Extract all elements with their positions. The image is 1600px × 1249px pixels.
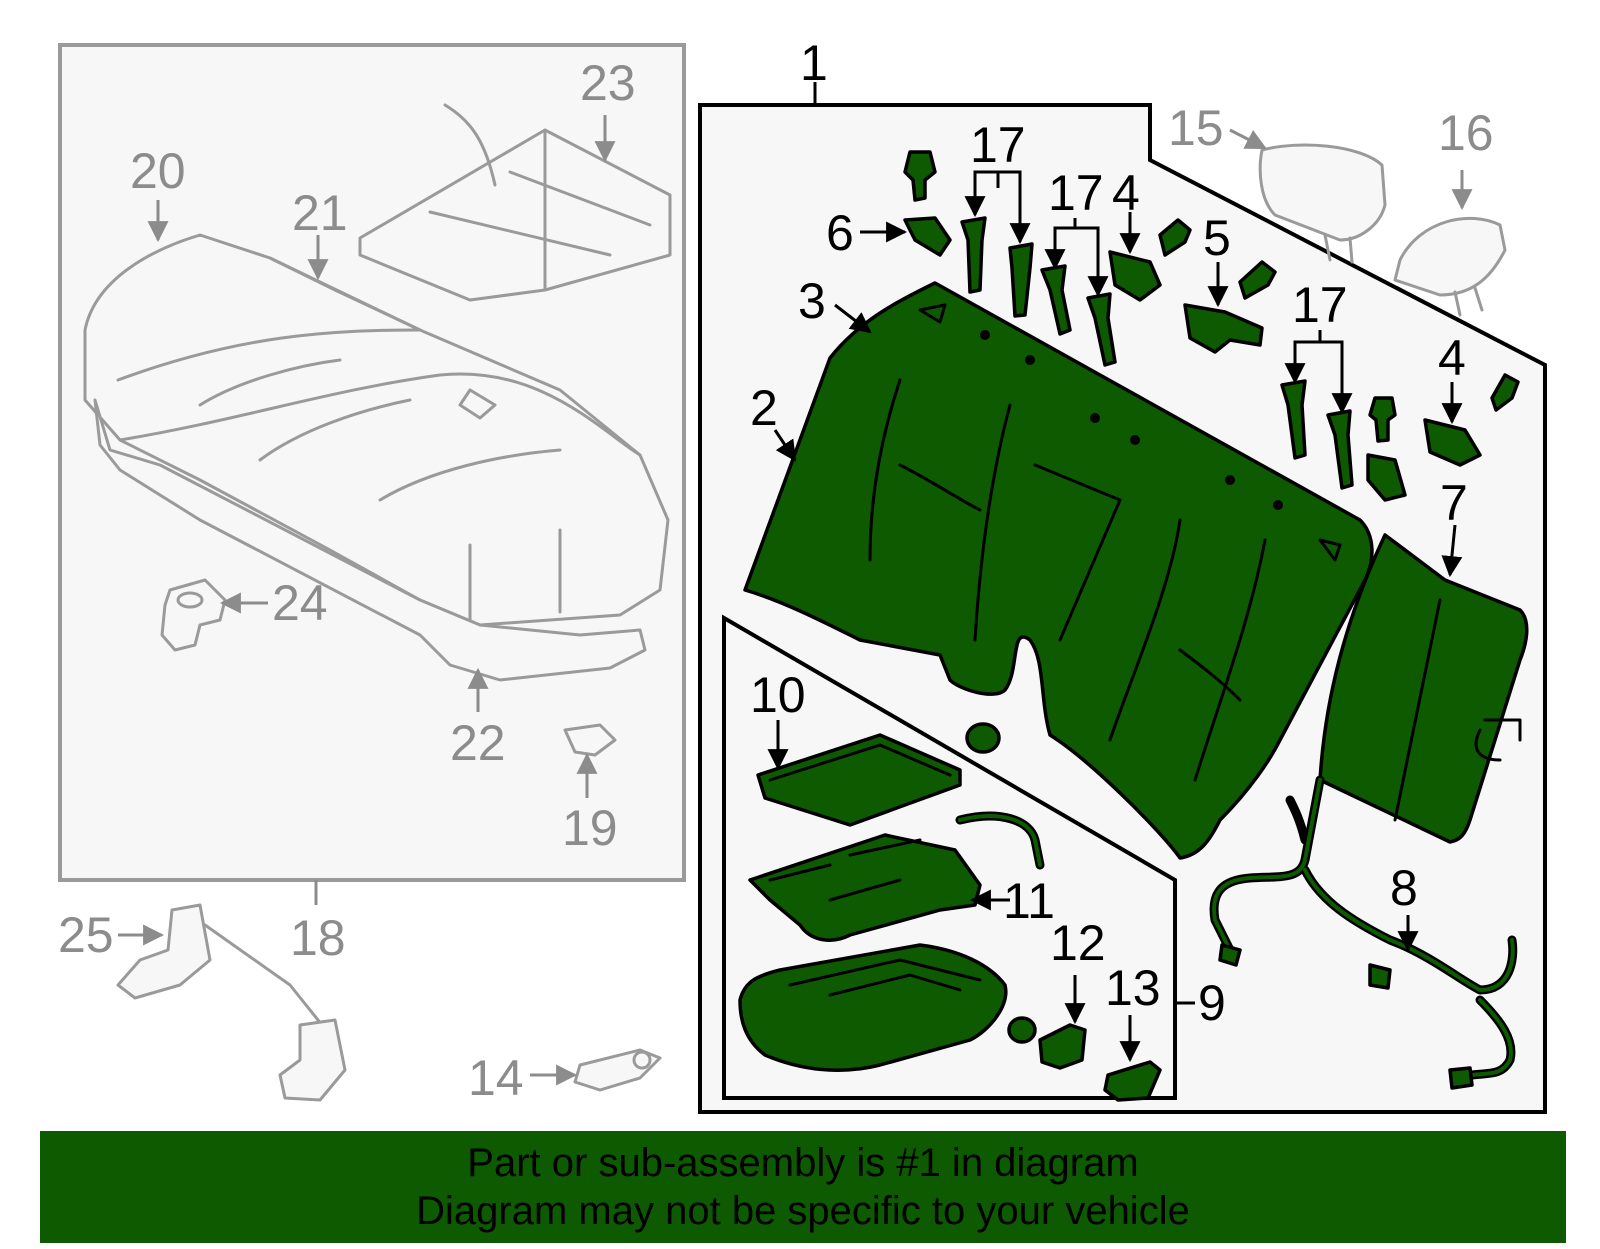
part-10-armrest-lid[interactable] — [756, 733, 962, 827]
part-7-side-bolster[interactable] — [1318, 533, 1529, 844]
bolts[interactable] — [903, 150, 1520, 443]
part-15-headrest[interactable] — [1258, 143, 1387, 264]
part-11-cup-holder-tray[interactable] — [748, 811, 1045, 942]
banner-line-2: Diagram may not be specific to your vehi… — [416, 1189, 1190, 1233]
callout-7: 7 — [1440, 475, 1468, 531]
part-25-latch-rod[interactable] — [116, 903, 347, 1102]
callout-4-upper: 4 — [1112, 165, 1140, 221]
part-5-bracket[interactable] — [1183, 303, 1264, 354]
callout-11: 11 — [1003, 873, 1055, 929]
callout-19: 19 — [562, 800, 618, 856]
callout-3: 3 — [798, 273, 826, 329]
callout-12: 12 — [1050, 915, 1106, 971]
part-19-cap[interactable] — [563, 723, 617, 757]
part-22-cushion-frame[interactable] — [93, 398, 647, 682]
part-24-bracket[interactable] — [160, 578, 227, 652]
callout-14: 14 — [468, 1050, 524, 1106]
callout-20: 20 — [130, 143, 186, 199]
part-4-bracket-lower[interactable] — [1366, 418, 1482, 502]
part-4-bracket-upper[interactable] — [1108, 250, 1162, 302]
part-16-headrest[interactable] — [1393, 217, 1507, 317]
callout-21: 21 — [292, 185, 348, 241]
callout-16: 16 — [1438, 105, 1494, 161]
arrow-17b-right — [1075, 226, 1109, 298]
cushion-assembly-panel: 23 20 21 24 22 19 — [58, 43, 686, 882]
callout-5: 5 — [1203, 210, 1231, 266]
part-6-bracket[interactable] — [903, 216, 952, 257]
arrow-17a-left — [964, 170, 1000, 218]
arrow-7 — [1441, 524, 1463, 578]
callout-24: 24 — [272, 575, 328, 631]
callout-15: 15 — [1168, 100, 1224, 156]
callout-23: 23 — [580, 55, 636, 111]
callout-17c: 17 — [1292, 277, 1348, 333]
part-23-seat-heater[interactable] — [358, 103, 672, 302]
callout-4-lower: 4 — [1438, 330, 1466, 386]
part-13-cover[interactable] — [1103, 1060, 1162, 1102]
part-8-wiring-harness[interactable] — [1209, 775, 1518, 1090]
seat-back-assembly-panel: 1 2 3 6 17 17 4 5 17 4 7 8 9 10 11 12 13… — [698, 35, 1547, 1114]
banner-line-1: Part or sub-assembly is #1 in diagram — [467, 1141, 1139, 1185]
arrow-17c-left — [1284, 330, 1322, 385]
callout-17a: 17 — [970, 117, 1026, 173]
callout-8: 8 — [1390, 860, 1418, 916]
callout-9: 9 — [1198, 975, 1226, 1031]
arrow-17a-right — [998, 170, 1031, 245]
callout-1: 1 — [800, 35, 828, 91]
part-17-clips-group-a[interactable] — [960, 216, 1034, 318]
arrow-15 — [1229, 128, 1267, 150]
arrow-3 — [834, 303, 872, 334]
callout-10: 10 — [750, 667, 806, 723]
callout-6: 6 — [826, 205, 854, 261]
arrow-17c-right — [1320, 340, 1353, 415]
part-14-bracket[interactable] — [573, 1048, 662, 1092]
callout-17b: 17 — [1048, 165, 1104, 221]
arrow-17b-left — [1044, 218, 1077, 271]
callout-22: 22 — [450, 715, 506, 771]
callout-2: 2 — [750, 380, 778, 436]
info-banner: Part or sub-assembly is #1 in diagram Di… — [40, 1131, 1566, 1243]
seat-back-grommet[interactable] — [965, 722, 1001, 754]
part-9-armrest-body[interactable] — [738, 943, 1008, 1072]
callout-25: 25 — [58, 907, 114, 963]
part-2-3-seat-back[interactable] — [743, 281, 1374, 860]
part-17-clips-group-b[interactable] — [1040, 264, 1117, 367]
callout-18: 18 — [290, 910, 346, 966]
arrow-2 — [773, 429, 797, 462]
part-12-clip[interactable] — [1007, 1016, 1087, 1070]
callout-13: 13 — [1105, 960, 1161, 1016]
